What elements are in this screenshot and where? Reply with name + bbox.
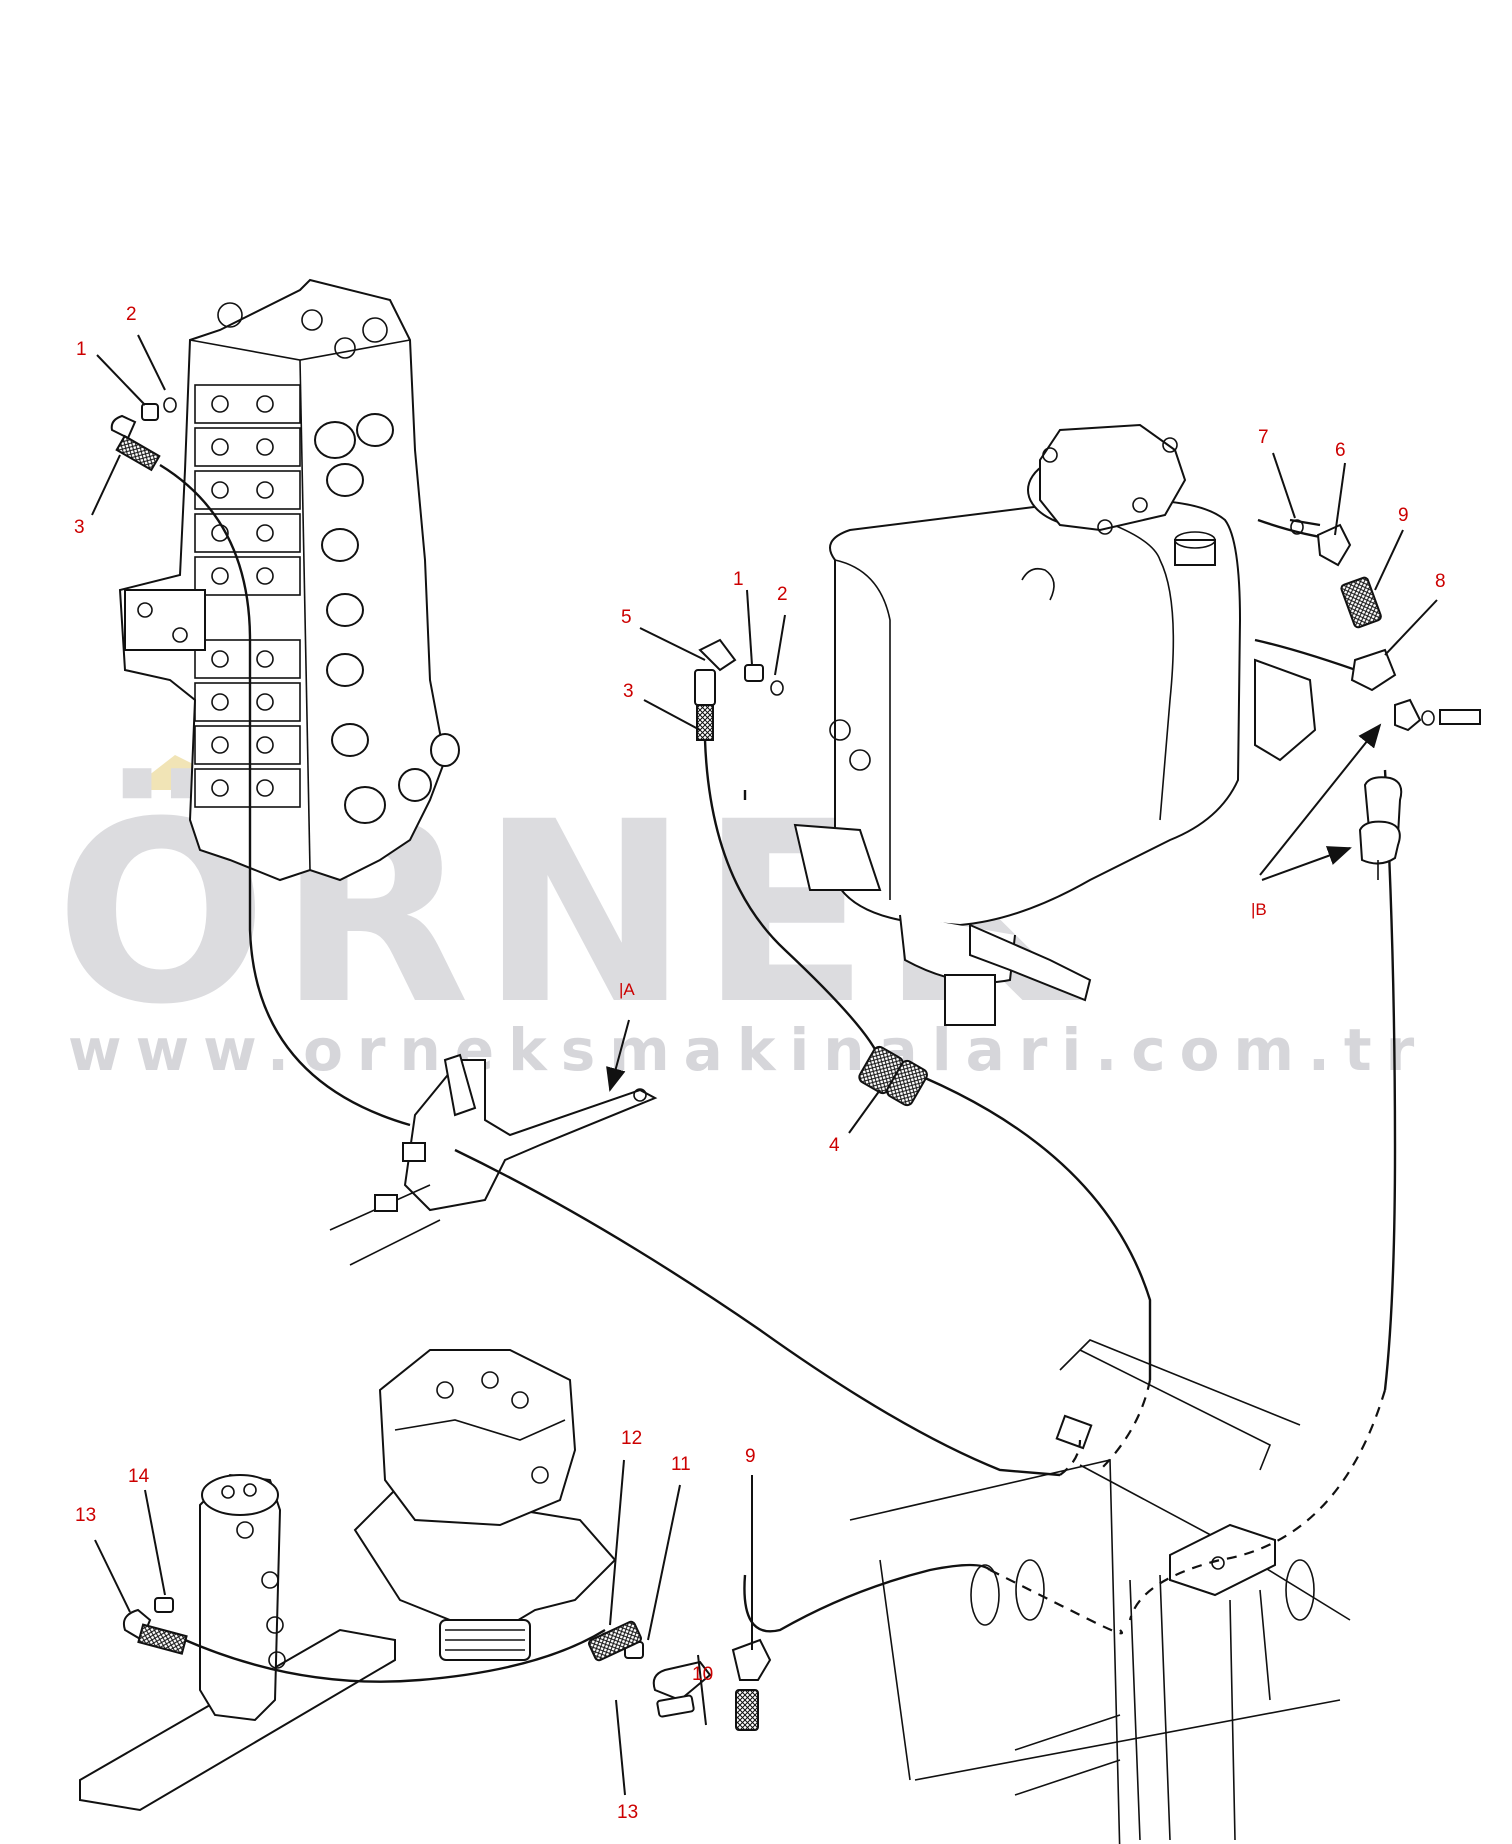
callout-1-tank: 1 [733, 569, 744, 590]
hose-bracket-to-frame [454, 1148, 1061, 1477]
callout-9-motor: 9 [745, 1446, 756, 1467]
hose-bracket-a [329, 1053, 658, 1266]
callout-11: 11 [671, 1454, 691, 1475]
callout-13-motor: 13 [617, 1802, 638, 1823]
callout-12: 12 [621, 1428, 642, 1449]
fittings [110, 397, 1481, 1731]
hose-tank-drain-to-frame [1383, 769, 1397, 1391]
callout-1-valve: 1 [76, 339, 87, 360]
callout-9-tank: 9 [1398, 505, 1409, 526]
control-valve [118, 278, 460, 882]
view-markers: |A |B [619, 900, 1267, 999]
hose-valve-to-bracket [159, 463, 411, 1127]
callout-2-tank: 2 [777, 584, 788, 605]
view-marker-b: |B [1251, 900, 1267, 919]
callout-7: 7 [1258, 427, 1269, 448]
callout-3-valve: 3 [74, 517, 85, 538]
view-marker-a: |A [619, 980, 635, 999]
leader-lines [91, 334, 1438, 1796]
callout-labels: 1 2 3 1 2 5 3 7 6 9 8 4 12 11 9 14 13 10… [74, 304, 1446, 1823]
callout-2-valve: 2 [126, 304, 137, 325]
hose-swivel-to-motor [184, 1628, 606, 1683]
callout-3-tank: 3 [623, 681, 634, 702]
callout-14: 14 [128, 1466, 150, 1487]
upper-frame [849, 1339, 1351, 1844]
elbow-fitting-3a [110, 414, 137, 440]
hydraulic-tank [793, 423, 1317, 1026]
callout-8: 8 [1435, 571, 1446, 592]
callout-5: 5 [621, 607, 632, 628]
callout-13-swivel: 13 [75, 1505, 96, 1526]
watermark-url: www.orneksmakinalari.com.tr [68, 1016, 1428, 1084]
swing-motor [353, 1349, 617, 1661]
callout-4: 4 [829, 1135, 840, 1156]
callout-10: 10 [692, 1664, 713, 1685]
valve-spools [314, 413, 460, 824]
swivel-joint [79, 1473, 396, 1812]
hose-tank-port-to-frame [703, 739, 1152, 1380]
callout-6: 6 [1335, 440, 1346, 461]
